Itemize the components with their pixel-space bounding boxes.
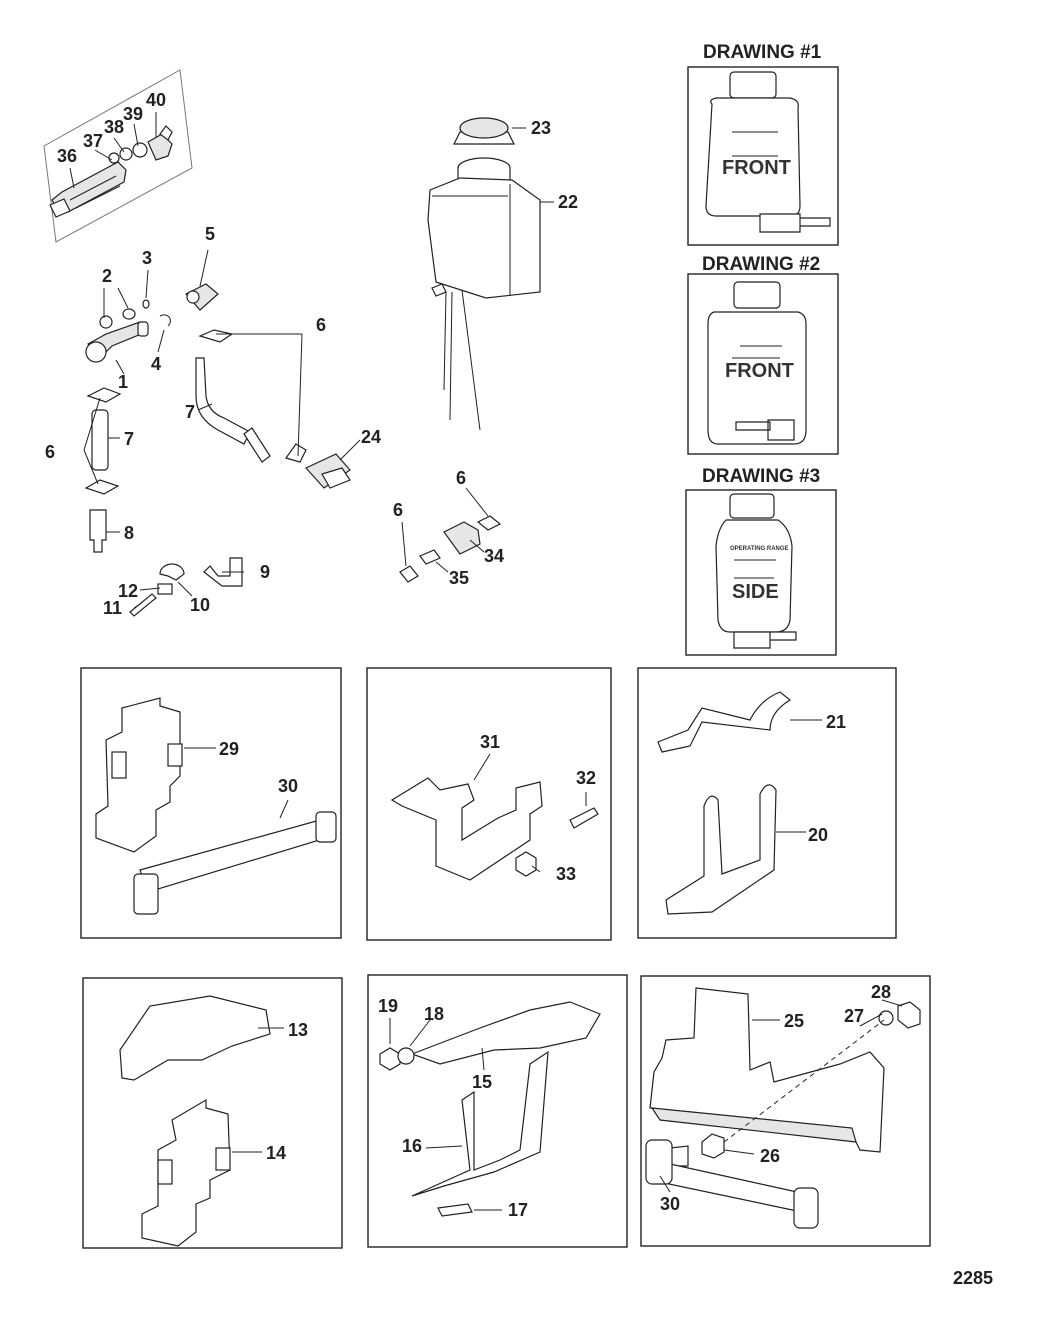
brackets-15-17-hardware — [379, 1001, 601, 1217]
callout-25: 25 — [784, 1011, 804, 1031]
fitting-assembly — [84, 283, 351, 617]
callout-31: 31 — [480, 732, 500, 752]
figure-number: 2285 — [953, 1268, 993, 1288]
bracket-29-and-strap-30 — [95, 697, 337, 915]
callout-33: 33 — [556, 864, 576, 884]
panel-31-33 — [366, 667, 612, 941]
drawing-1-label: FRONT — [722, 157, 791, 179]
callout-9: 9 — [260, 562, 270, 582]
callout-40: 40 — [146, 90, 166, 110]
callout-22: 22 — [558, 192, 578, 212]
callout-1: 1 — [118, 372, 128, 392]
callout-24: 24 — [361, 427, 381, 447]
callout-39: 39 — [123, 104, 143, 124]
callout-20: 20 — [808, 825, 828, 845]
bracket-25-and-strap-30 — [645, 987, 921, 1229]
drawing-2-label: FRONT — [725, 360, 794, 382]
panel-13-14 — [82, 977, 343, 1249]
callout-4: 4 — [151, 354, 161, 374]
drawing-3-title: DRAWING #3 — [702, 466, 820, 487]
callout-30a: 30 — [278, 776, 298, 796]
panel-15-19 — [367, 974, 628, 1248]
callout-37: 37 — [83, 131, 103, 151]
callouts-29-30: 29 30 — [219, 739, 298, 796]
callout-3: 3 — [142, 248, 152, 268]
callouts-36-40: 36 37 38 39 40 — [57, 90, 166, 166]
callouts-15-19: 19 18 15 16 17 — [378, 996, 528, 1220]
brackets-20-21 — [657, 691, 792, 915]
callouts-31-33: 31 32 33 — [480, 732, 596, 884]
callout-16: 16 — [402, 1136, 422, 1156]
drawing-1-title: DRAWING #1 — [703, 42, 822, 63]
brackets-13-14 — [119, 995, 271, 1247]
callout-27: 27 — [844, 1006, 864, 1026]
callout-2: 2 — [102, 266, 112, 286]
callout-17: 17 — [508, 1200, 528, 1220]
callout-6d: 6 — [393, 500, 403, 520]
callout-18: 18 — [424, 1004, 444, 1024]
callout-10: 10 — [190, 595, 210, 615]
callout-5: 5 — [205, 224, 215, 244]
fittings-34-35 — [399, 515, 502, 583]
callout-12: 12 — [118, 581, 138, 601]
drawing-2-title: DRAWING #2 — [702, 254, 820, 275]
bracket-31-and-hardware — [390, 777, 599, 881]
callout-13: 13 — [288, 1020, 308, 1040]
callouts-34-35: 6 6 34 35 — [393, 468, 504, 588]
drawing-3-label: SIDE — [732, 581, 779, 603]
callout-28: 28 — [871, 982, 891, 1002]
drawing-1: DRAWING #1 FRONT — [687, 42, 839, 246]
callout-21: 21 — [826, 712, 846, 732]
callout-35: 35 — [449, 568, 469, 588]
callout-7b: 7 — [124, 429, 134, 449]
svg-text:OPERATING RANGE: OPERATING RANGE — [730, 546, 789, 552]
callout-8: 8 — [124, 523, 134, 543]
panel-20-21 — [637, 667, 897, 939]
callouts-25-28: 25 27 28 26 30 — [660, 982, 891, 1214]
drawing-3: DRAWING #3 OPERATING RANGE SIDE — [685, 466, 837, 656]
callout-30b: 30 — [660, 1194, 680, 1214]
callout-6b: 6 — [45, 442, 55, 462]
callout-29: 29 — [219, 739, 239, 759]
callout-14: 14 — [266, 1143, 286, 1163]
callout-26: 26 — [760, 1146, 780, 1166]
callouts-20-21: 21 20 — [808, 712, 846, 845]
callout-6c: 6 — [456, 468, 466, 488]
callout-7a: 7 — [185, 402, 195, 422]
callouts-1-12: 1 2 3 4 5 6 6 7 7 8 9 10 11 12 24 — [45, 224, 381, 618]
drawing-2: DRAWING #2 FRONT — [687, 254, 839, 455]
panel-29-30 — [80, 667, 342, 939]
callout-19: 19 — [378, 996, 398, 1016]
callout-23: 23 — [531, 118, 551, 138]
callout-36: 36 — [57, 146, 77, 166]
callouts-13-14: 13 14 — [266, 1020, 308, 1163]
panel-25-28 — [640, 975, 931, 1247]
callouts-22-23: 23 22 — [531, 118, 578, 212]
callout-32: 32 — [576, 768, 596, 788]
oil-reservoir — [427, 117, 541, 431]
callout-15: 15 — [472, 1072, 492, 1092]
callout-38: 38 — [104, 117, 124, 137]
callout-6a: 6 — [316, 315, 326, 335]
callout-11: 11 — [103, 598, 122, 618]
callout-34: 34 — [484, 546, 504, 566]
